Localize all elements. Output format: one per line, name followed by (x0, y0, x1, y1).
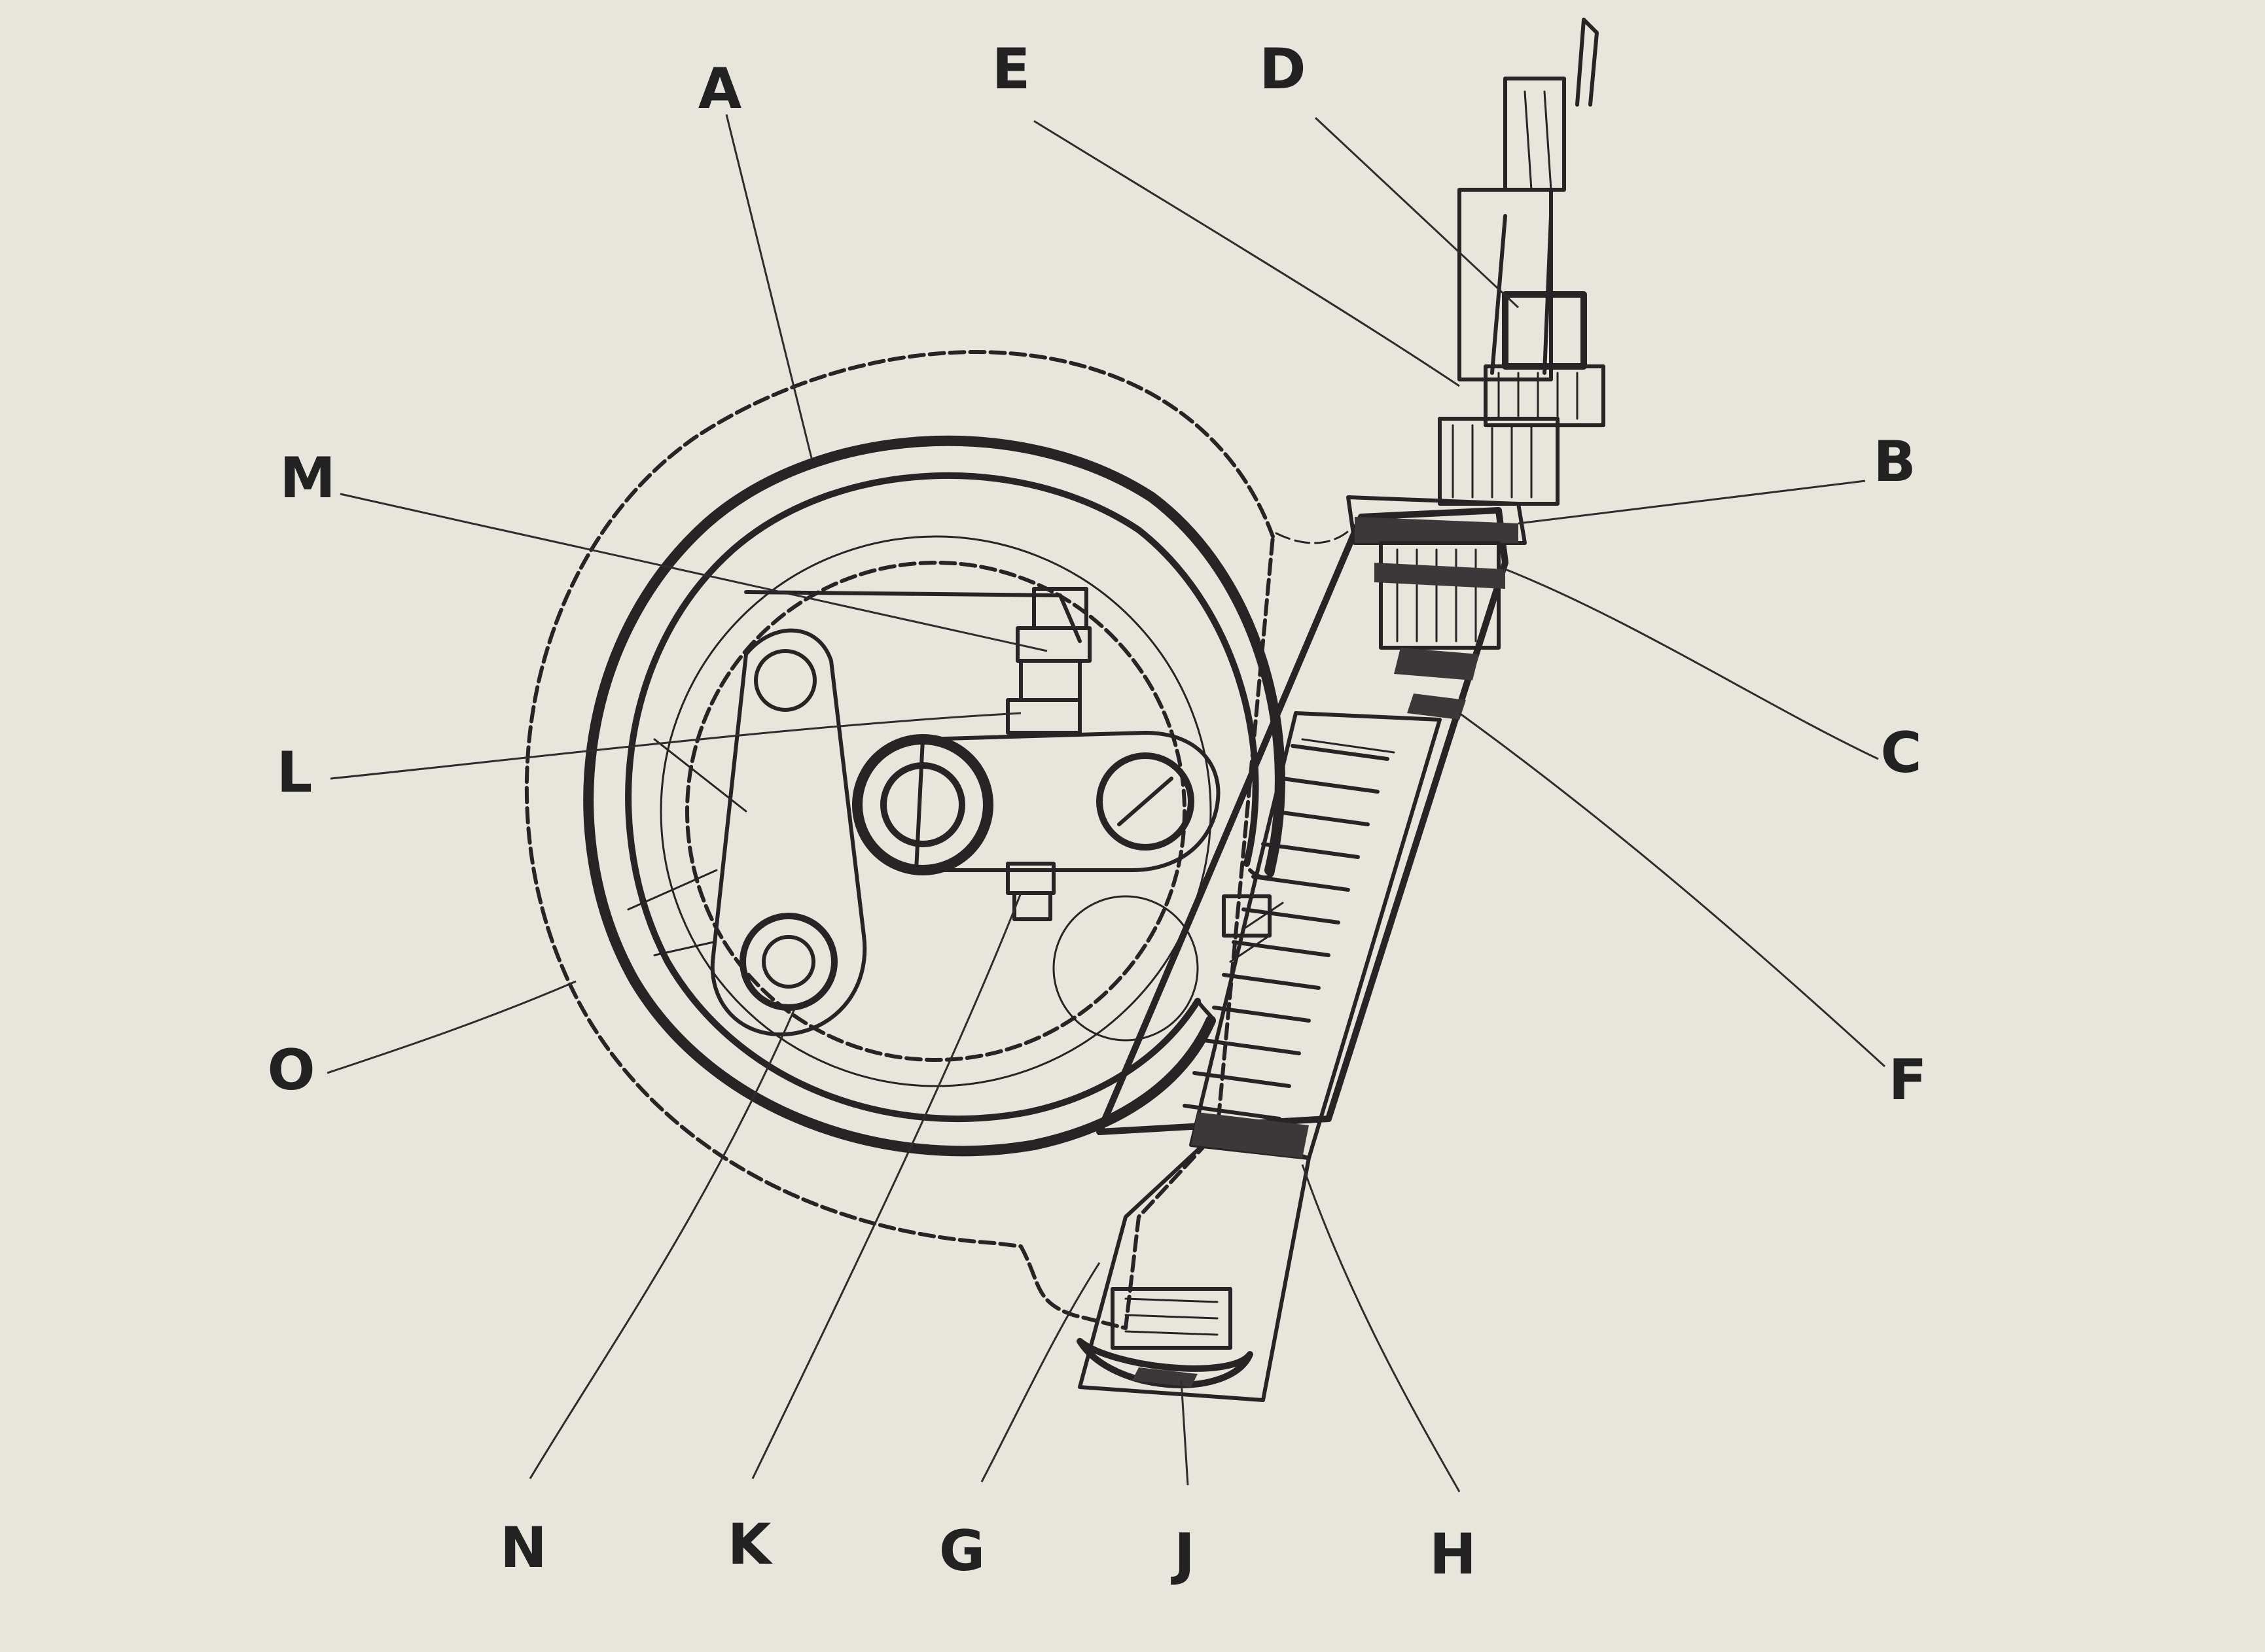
spring-barrel (1078, 507, 1508, 1402)
leader-lines (327, 114, 1886, 1492)
bottom-nut (1077, 1287, 1253, 1388)
leader-N (529, 1007, 796, 1479)
coil-spring (1183, 738, 1395, 1158)
nut-stack (1346, 18, 1605, 720)
leader-L (330, 712, 1022, 780)
leader-K (751, 892, 1022, 1479)
part-labels: A E D M B L C O F N K G J H (267, 37, 1927, 1587)
leader-H (1301, 1164, 1461, 1492)
lever-arm (627, 628, 867, 1037)
leader-C (1505, 568, 1879, 760)
label-E: E (992, 37, 1031, 102)
leader-M (340, 493, 1048, 652)
leader-F (1459, 712, 1886, 1068)
leader-A (725, 114, 813, 459)
label-D: D (1259, 37, 1306, 102)
label-N: N (500, 1515, 547, 1581)
label-G: G (939, 1519, 986, 1584)
label-K: K (728, 1512, 774, 1577)
label-A: A (698, 56, 742, 122)
leader-B (1518, 480, 1866, 525)
label-J: J (1171, 1522, 1195, 1587)
label-H: H (1429, 1522, 1476, 1587)
leader-O (327, 980, 577, 1074)
leader-D (1314, 116, 1520, 309)
leader-E (1033, 120, 1460, 387)
inner-plate (660, 535, 1212, 1087)
leader-G (980, 1262, 1101, 1483)
label-F: F (1889, 1047, 1927, 1113)
cam-link (852, 731, 1221, 921)
label-O: O (267, 1038, 315, 1103)
label-C: C (1880, 720, 1921, 786)
label-B: B (1873, 429, 1916, 495)
adjusting-screw (744, 587, 1199, 1042)
drum-rings (583, 435, 1285, 1157)
label-L: L (277, 740, 313, 805)
label-M: M (279, 446, 336, 511)
leader-J (1180, 1380, 1189, 1486)
